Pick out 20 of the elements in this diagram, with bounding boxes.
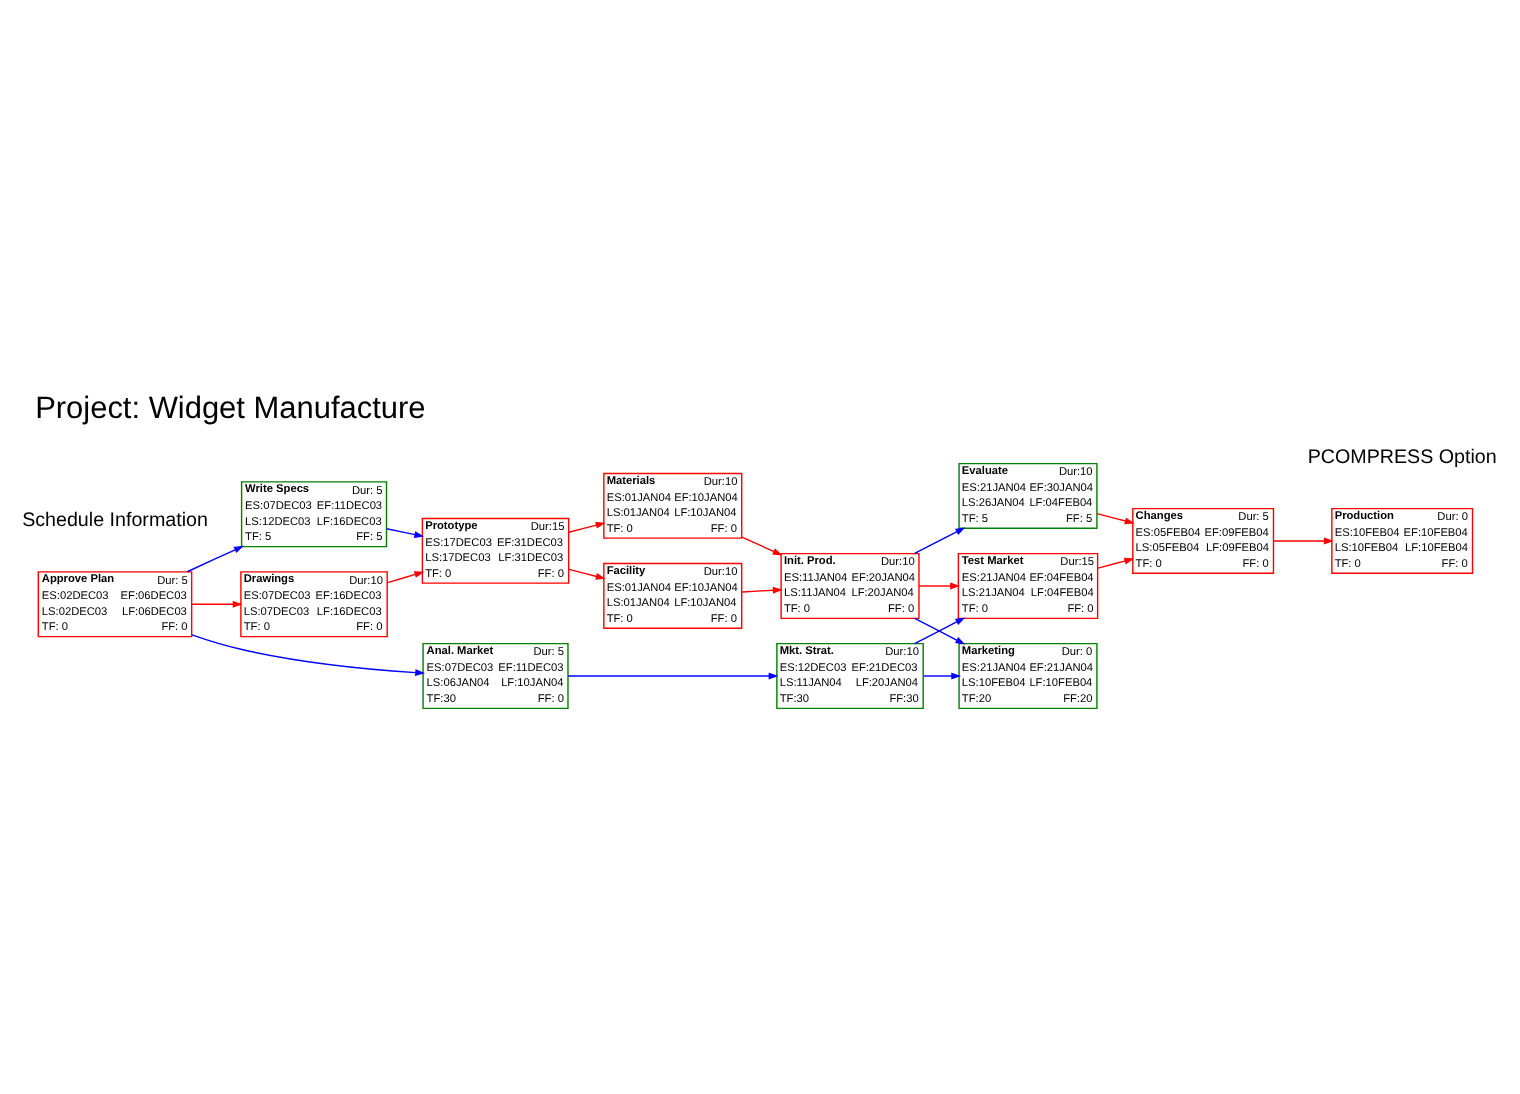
label: PCOMPRESS Option xyxy=(1307,446,1497,469)
diagram-title: Project: Widget Manufacture xyxy=(35,391,426,426)
arrow xyxy=(1096,511,1135,524)
arrow xyxy=(191,633,426,676)
arrow xyxy=(741,585,783,593)
arrow xyxy=(386,570,425,583)
arrow xyxy=(186,544,244,572)
arrow xyxy=(567,671,779,679)
arrow xyxy=(568,567,606,579)
arrow xyxy=(1273,536,1334,544)
arrow xyxy=(1097,556,1135,568)
arrow xyxy=(741,535,783,555)
arrow xyxy=(913,526,966,554)
arrow xyxy=(918,581,961,589)
arrow xyxy=(191,599,243,607)
arrow xyxy=(913,616,966,644)
arrow xyxy=(568,520,606,532)
arrow xyxy=(385,527,425,537)
label: Schedule Information xyxy=(22,509,208,532)
arrow xyxy=(923,671,962,679)
